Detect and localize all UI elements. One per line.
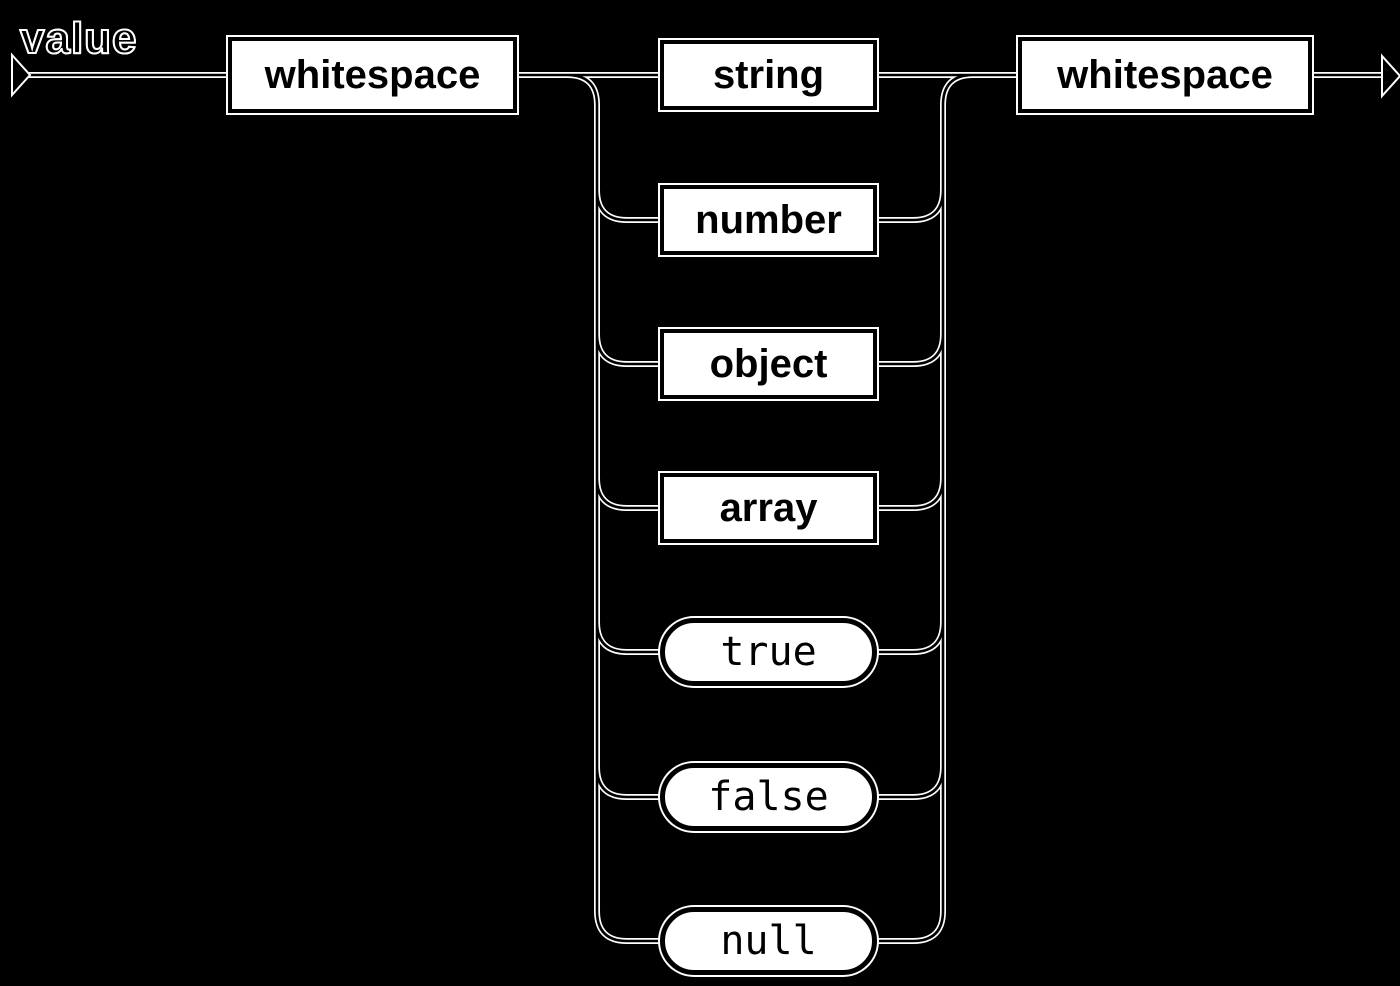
node-false: false xyxy=(660,763,877,831)
node-whitespace-right: whitespace xyxy=(1018,37,1312,113)
node-object: object xyxy=(660,329,877,399)
node-whitespace-left: whitespace xyxy=(228,37,517,113)
diagram-title: value xyxy=(19,13,138,64)
node-number: number xyxy=(660,185,877,255)
node-null: null xyxy=(660,907,877,975)
node-true: true xyxy=(660,618,877,686)
node-array: array xyxy=(660,473,877,543)
node-string: string xyxy=(660,40,877,110)
end-arrow-icon xyxy=(1381,53,1400,99)
